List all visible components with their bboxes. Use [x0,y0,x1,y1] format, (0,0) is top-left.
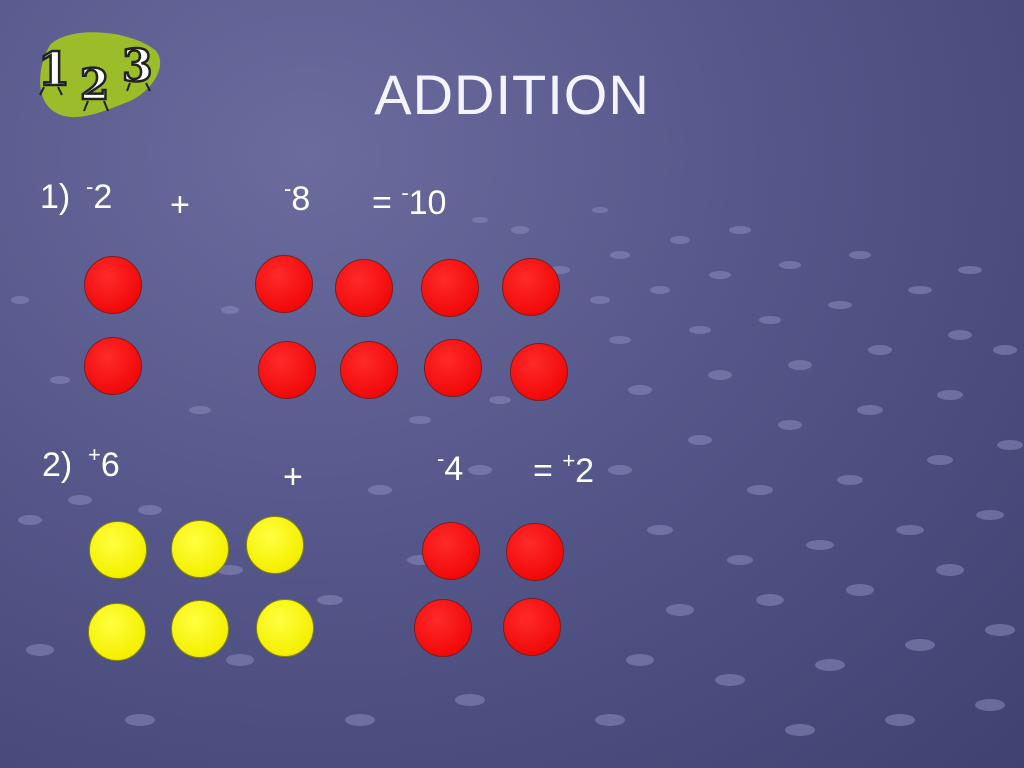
red-counter [502,258,560,316]
term-value: 6 [100,446,120,484]
problem-1-term1: -2 [86,174,113,217]
term-sign: - [284,176,292,201]
term-sign: + [88,442,101,467]
problem-2-term1: +6 [88,442,120,485]
yellow-counter [256,599,314,657]
term-sign: - [86,174,94,199]
result-value: 2 [575,452,595,490]
yellow-counter [171,600,229,658]
problem-2-plus-sign: + [283,458,303,496]
problem-2-number: 2) [42,446,73,484]
red-counter [255,255,313,313]
red-counter [510,343,568,401]
problem-1-number: 1) [40,178,71,216]
term-value: 2 [93,178,113,216]
red-counter [421,259,479,317]
yellow-counter [88,603,146,661]
term-value: 4 [444,450,464,488]
numbers-123-logo-icon: 1 2 3 [37,32,161,118]
problem-1-result: = -10 [372,180,447,223]
term-value: 8 [291,180,311,218]
red-counter [340,341,398,399]
red-counter [422,522,480,580]
slide-title: ADDITION [374,63,650,126]
yellow-counter [246,516,304,574]
problem-2-result: = +2 [533,448,595,491]
red-counter [84,256,142,314]
red-counter [258,341,316,399]
equals-sign: = [372,184,392,222]
result-sign: - [401,180,409,205]
result-value: 10 [408,184,447,222]
svg-text:3: 3 [122,41,153,92]
problem-1-plus-sign: + [170,186,190,224]
yellow-counter [171,520,229,578]
term-sign: - [437,446,445,471]
result-sign: + [562,448,576,473]
equals-sign: = [533,452,553,490]
red-counter [503,598,561,656]
problem-2-term2: -4 [437,446,464,489]
red-counter [414,599,472,657]
svg-text:2: 2 [80,60,109,109]
yellow-counter [89,521,147,579]
red-counter [424,339,482,397]
red-counter [506,523,564,581]
red-counter [335,259,393,317]
red-counter [84,337,142,395]
problem-1-term2: -8 [284,176,311,219]
